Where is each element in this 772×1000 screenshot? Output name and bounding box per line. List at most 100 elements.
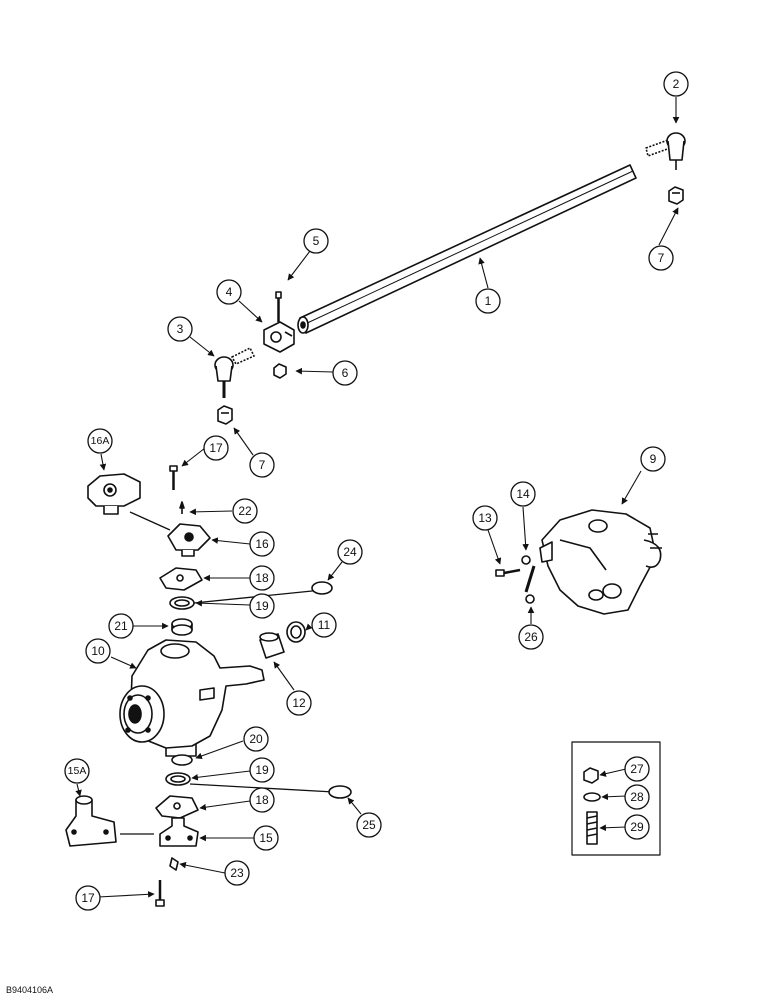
castle-nut-left [217,405,233,425]
shim-plate-lower [155,795,199,819]
seal-ring-spindle [286,621,306,643]
clamp-bolt [275,291,282,322]
svg-text:6: 6 [342,366,349,380]
tie-rod-end-left [214,347,255,398]
svg-text:5: 5 [313,234,320,248]
callout-25: 25 [356,812,382,838]
svg-text:12: 12 [292,696,306,710]
callout-17-upper: 17 [203,435,229,461]
inset-washer [583,792,601,802]
hardware-inset [571,741,661,856]
callout-17-lower: 17 [75,885,101,911]
svg-text:14: 14 [516,487,530,501]
svg-text:16: 16 [255,537,269,551]
svg-text:18: 18 [255,571,269,585]
callout-7-left: 7 [249,452,275,478]
tie-rod-tube [297,164,637,334]
callout-22: 22 [232,498,258,524]
callout-7-right: 7 [648,245,674,271]
callout-15a: 15A [64,758,90,784]
svg-text:7: 7 [658,251,665,265]
callout-16a: 16A [87,428,113,454]
callout-15: 15 [253,825,279,851]
svg-text:17: 17 [209,441,223,455]
seal-upper [169,589,323,610]
callout-12: 12 [286,690,312,716]
figure-code: B9404106A [6,985,54,995]
svg-text:3: 3 [177,322,184,336]
king-pin-cap-lower-alt [65,795,154,847]
tie-rod-clamp [263,321,295,353]
svg-text:1: 1 [485,294,492,308]
steering-knuckle [119,639,265,757]
bolt-upper [169,465,178,490]
axle-housing [539,509,662,615]
callout-6: 6 [332,360,358,386]
housing-bolt [495,568,521,577]
svg-text:19: 19 [255,599,269,613]
svg-text:22: 22 [238,504,252,518]
callout-18-lower: 18 [249,787,275,813]
callout-28: 28 [624,784,650,810]
svg-text:18: 18 [255,793,269,807]
housing-dowel [524,565,536,604]
callout-9: 9 [640,446,666,472]
washer-upper [311,581,333,595]
callout-27: 27 [624,756,650,782]
king-pin-cap-upper-alt [87,473,171,531]
svg-text:4: 4 [226,285,233,299]
svg-text:28: 28 [630,790,644,804]
castle-nut-right [668,186,684,205]
king-pin-cap-upper [167,523,211,557]
bearing-upper [171,618,193,636]
svg-text:11: 11 [318,618,331,632]
washer-lower [328,785,352,799]
callout-5: 5 [303,228,329,254]
callout-13: 13 [472,505,498,531]
king-pin-cap-lower [159,817,199,847]
callout-29: 29 [624,814,650,840]
callout-2: 2 [663,71,689,97]
bolt-lower [155,880,165,907]
shim-plate-upper [159,567,203,591]
svg-text:21: 21 [114,619,128,633]
svg-text:19: 19 [255,763,269,777]
callout-18-upper: 18 [249,565,275,591]
inset-nut [583,767,599,784]
svg-text:26: 26 [524,630,538,644]
svg-text:27: 27 [630,762,644,776]
svg-text:9: 9 [650,452,657,466]
callout-14: 14 [510,481,536,507]
bushing [259,632,285,659]
callout-24: 24 [337,539,363,565]
callout-4: 4 [216,279,242,305]
svg-text:2: 2 [673,77,680,91]
callout-20: 20 [243,726,269,752]
housing-nut [521,555,531,565]
tie-rod-end-right [645,132,686,170]
svg-text:7: 7 [259,458,266,472]
callout-23: 23 [224,860,250,886]
svg-text:25: 25 [362,818,376,832]
callout-16: 16 [249,531,275,557]
grease-fitting-lower [169,857,179,871]
svg-text:23: 23 [230,866,244,880]
svg-text:29: 29 [630,820,644,834]
svg-text:24: 24 [343,545,357,559]
callout-19-upper: 19 [249,593,275,619]
svg-text:17: 17 [81,891,95,905]
leader-lines [75,97,680,898]
callout-10: 10 [85,638,111,664]
svg-text:10: 10 [91,644,105,658]
svg-text:20: 20 [249,732,263,746]
bearing-lower [171,754,193,766]
svg-text:15: 15 [259,831,273,845]
callout-1: 1 [475,288,501,314]
callout-11: 11 [311,612,337,638]
callout-19-lower: 19 [249,757,275,783]
svg-text:16A: 16A [91,435,110,447]
seal-lower [165,772,335,793]
callout-21: 21 [108,613,134,639]
callout-3: 3 [167,316,193,342]
